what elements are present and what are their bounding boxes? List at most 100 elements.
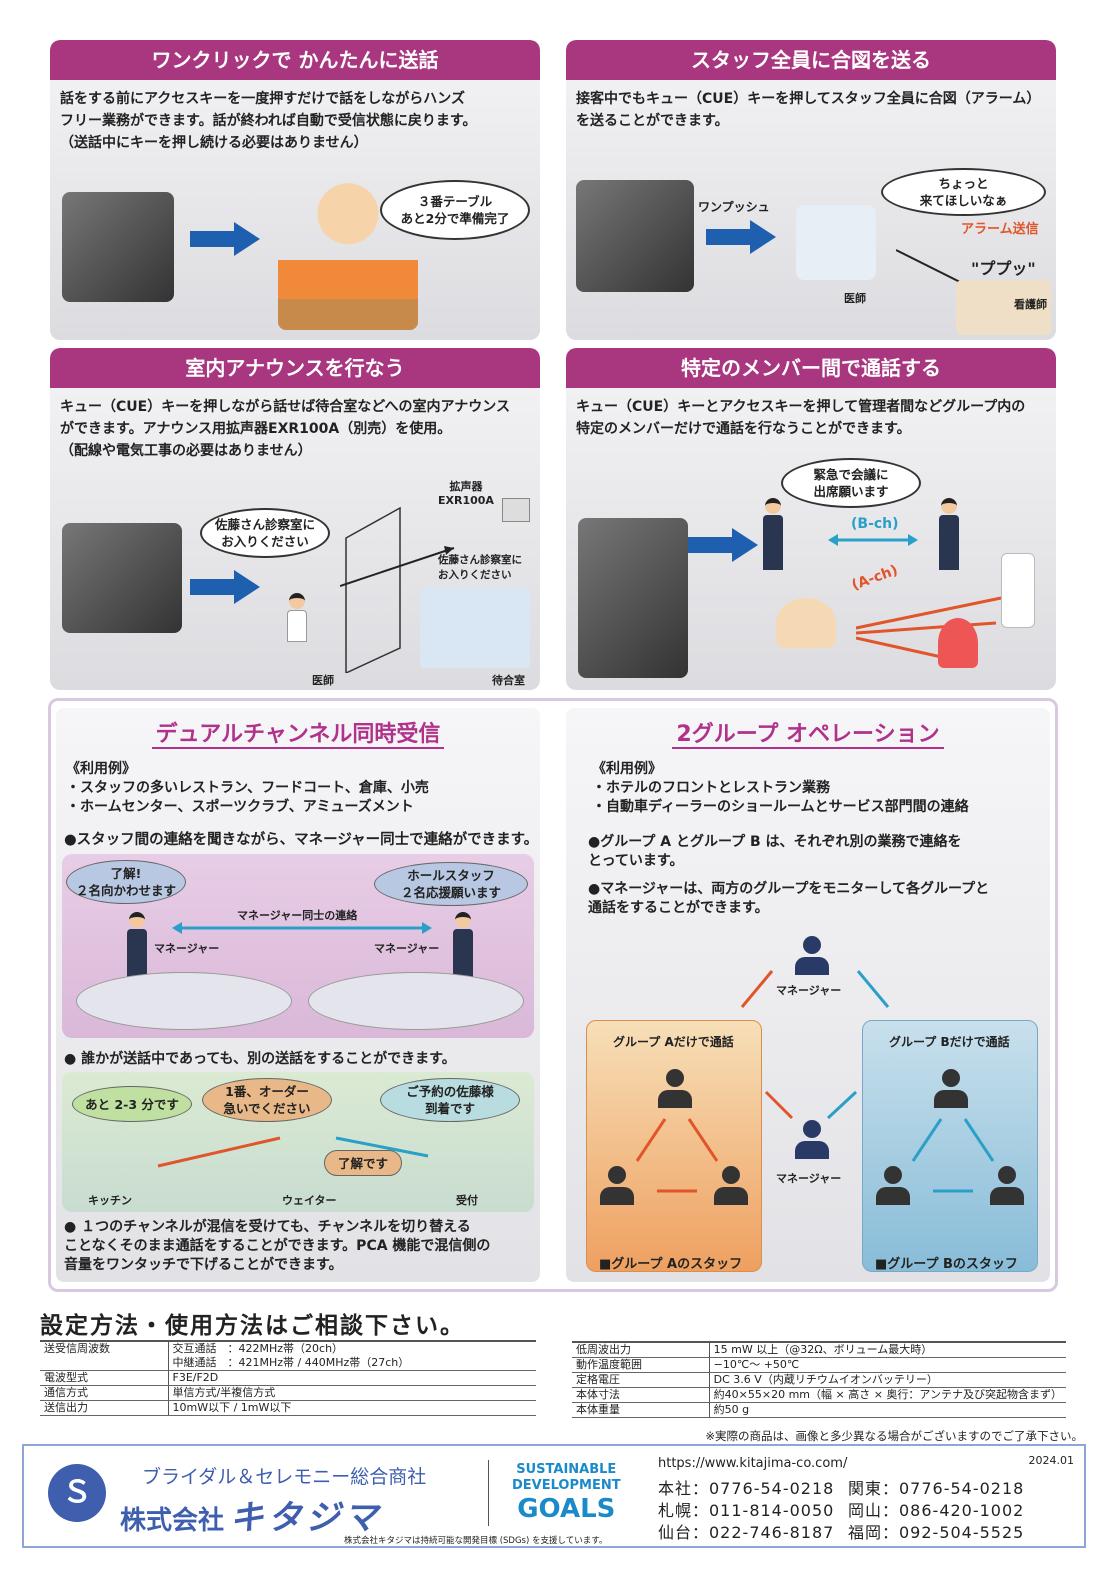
- group-a-box: グループ Aだけで通話 ■グループ Aのスタッフ: [586, 1020, 762, 1272]
- alarm-sound-label: "ププッ": [971, 259, 1036, 278]
- feature-announcement: 室内アナウンスを行なう キュー（CUE）キーを押しながら話せば待合室などへの室内…: [50, 348, 540, 690]
- staff-group-ellipse: [76, 972, 292, 1030]
- radio-device-image: [62, 192, 174, 302]
- group-a-title: グループ Aだけで通話: [613, 1035, 734, 1049]
- disclaimer-note: ※実際の商品は、画像と多少異なる場合がございますのでご了承下さい。: [705, 1429, 1083, 1443]
- cyan-arrow: [335, 1136, 429, 1158]
- feature-point: ● 誰かが送話中であっても、別の送話をすることができます。: [64, 1051, 456, 1067]
- kitajima-logo-icon: Ｓ: [48, 1464, 106, 1522]
- speech-bubble: 了解です: [324, 1150, 402, 1176]
- phone-number: 関東：0776-54-0218: [848, 1479, 1025, 1498]
- manager-label: マネージャー: [776, 1172, 842, 1185]
- speech-bubble: ３番テーブルあと2分で準備完了: [380, 180, 530, 240]
- parallel-talk-scenario: あと 2-3 分です 1番、オーダー急いでください ご予約の佐藤様到着です 了解…: [62, 1072, 534, 1212]
- b-channel-arrow: [828, 534, 918, 546]
- group-b-title: グループ Bだけで通話: [889, 1035, 1010, 1049]
- phone-number: 本社：0776-54-0218: [658, 1479, 835, 1498]
- manager-link-label: マネージャー同士の連絡: [237, 909, 358, 922]
- speaker-device: [502, 498, 530, 522]
- b-channel-label: (B-ch): [851, 516, 899, 532]
- a-channel-arrows: [856, 596, 1002, 660]
- radio-device-image: [576, 180, 694, 292]
- company-tagline: ブライダル＆セレモニー総合商社: [142, 1466, 427, 1488]
- example-item: ・スタッフの多いレストラン、フードコート、倉庫、小売: [66, 780, 429, 796]
- section-title: デュアルチャンネル同時受信: [151, 722, 445, 749]
- staff-icon: [931, 1069, 971, 1109]
- feature-cue-alarm: スタッフ全員に合図を送る 接客中でもキュー（CUE）キーを押してスタッフ全員に合…: [566, 40, 1056, 340]
- waiting-room-label: 待合室: [492, 674, 525, 687]
- examples-heading: 《利用例》: [592, 761, 662, 777]
- panel-title: スタッフ全員に合図を送る: [566, 40, 1056, 80]
- examples-heading: 《利用例》: [66, 761, 136, 777]
- staff-icon: [597, 1166, 637, 1206]
- panel-description: キュー（CUE）キーを押しながら話せば待合室などへの室内アナウンスができます。ア…: [60, 399, 510, 459]
- phone-list: 本社：0776-54-0218 関東：0776-54-0218 札幌：011-81…: [658, 1478, 1048, 1544]
- feature-point: ●マネージャーは、両方のグループをモニターして各グループと通話をすることができま…: [588, 881, 990, 916]
- orange-arrow: [157, 1136, 281, 1168]
- company-prefix: 株式会社: [120, 1506, 225, 1536]
- sdgs-note: 株式会社キタジマは持続可能な開発目標 (SDGs) を支援しています。: [344, 1536, 608, 1546]
- dual-channel-section: デュアルチャンネル同時受信 《利用例》 ・スタッフの多いレストラン、フードコート…: [56, 708, 540, 1282]
- table-row: 本体重量約50 g: [572, 1402, 1066, 1418]
- alarm-label: アラーム送信: [961, 222, 1039, 237]
- one-push-label: ワンプッシュ: [698, 200, 770, 214]
- speech-bubble: ご予約の佐藤様到着です: [380, 1078, 520, 1122]
- feature-one-click: ワンクリックで かんたんに送話 話をする前にアクセスキーを一度押すだけで話をしな…: [50, 40, 540, 340]
- arrow-right-icon: [688, 528, 758, 562]
- feature-point: ●スタッフ間の連絡を聞きながら、マネージャー同士で連絡ができます。: [64, 832, 539, 848]
- company-name: キタジマ: [229, 1498, 382, 1538]
- website-link[interactable]: https://www.kitajima-co.com/: [658, 1456, 848, 1471]
- staff-icon: [655, 1069, 695, 1109]
- chef-illustration: [1001, 553, 1035, 628]
- manager-icon: [792, 1120, 832, 1160]
- divider: [488, 1460, 489, 1526]
- table-row: 動作温度範囲−10℃〜 +50℃: [572, 1357, 1066, 1373]
- manager-figure: [762, 498, 784, 578]
- radio-device-image: [578, 518, 688, 678]
- group-b-box: グループ Bだけで通話 ■グループ Bのスタッフ: [862, 1020, 1038, 1272]
- doctor-label: 医師: [844, 292, 866, 305]
- manager-label: マネージャー: [154, 942, 220, 955]
- example-item: ・ホームセンター、スポーツクラブ、アミューズメント: [66, 799, 414, 815]
- manager-link-arrow: [172, 922, 432, 934]
- feature-point: ● １つのチャンネルが混信を受けても、チャンネルを切り替えることなくそのまま通話…: [64, 1219, 491, 1273]
- radio-device-image: [62, 523, 182, 633]
- phone-number: 札幌：011-814-0050: [658, 1501, 835, 1520]
- wall-and-arrow: [340, 506, 455, 673]
- speech-bubble: 緊急で会議に出席願います: [781, 458, 921, 508]
- table-row: 送受信周波数交互通話 ：422MHz帯（20ch）中継通話 ：421MHz帯 /…: [40, 1340, 536, 1371]
- channel-features-frame: [48, 698, 1058, 1292]
- panel-title: 室内アナウンスを行なう: [50, 348, 540, 388]
- doctor-label: 医師: [312, 674, 334, 687]
- group-a-arrows: [635, 1118, 719, 1193]
- speech-bubble: 佐藤さん診察室にお入りください: [200, 508, 330, 558]
- specs-table-left: 送受信周波数交互通話 ：422MHz帯（20ch）中継通話 ：421MHz帯 /…: [40, 1340, 536, 1416]
- staff-icon: [711, 1166, 751, 1206]
- panel-description: キュー（CUE）キーとアクセスキーを押して管理者間などグループ内の特定のメンバー…: [576, 399, 1026, 437]
- arrow-right-icon: [706, 220, 776, 254]
- manager-label: マネージャー: [374, 942, 440, 955]
- manager-label: マネージャー: [776, 984, 842, 997]
- manager-to-groups-arrows: [764, 1090, 858, 1120]
- staff-group-ellipse: [308, 972, 524, 1030]
- speech-bubble: あと 2-3 分です: [72, 1086, 192, 1122]
- nurse-label: 看護師: [1014, 298, 1047, 311]
- panel-title: 特定のメンバー間で通話する: [566, 348, 1056, 388]
- staff-icon: [873, 1166, 913, 1206]
- waiting-room-illustration: [420, 588, 530, 668]
- specs-heading: 設定方法・使用方法はご相談下さい。: [40, 1313, 465, 1339]
- section-title: 2グループ オペレーション: [672, 722, 944, 749]
- group-a-staff-label: ■グループ Aのスタッフ: [599, 1257, 743, 1272]
- announcement-text: 佐藤さん診察室にお入りください: [438, 554, 522, 581]
- receptionist-illustration: [776, 598, 836, 648]
- nurse-illustration: [956, 280, 1051, 335]
- a-channel-label: (A-ch): [849, 562, 901, 594]
- feature-point: ●グループ A とグループ B は、それぞれ別の業務で連絡をとっています。: [588, 834, 962, 869]
- reception-label: 受付: [456, 1194, 478, 1207]
